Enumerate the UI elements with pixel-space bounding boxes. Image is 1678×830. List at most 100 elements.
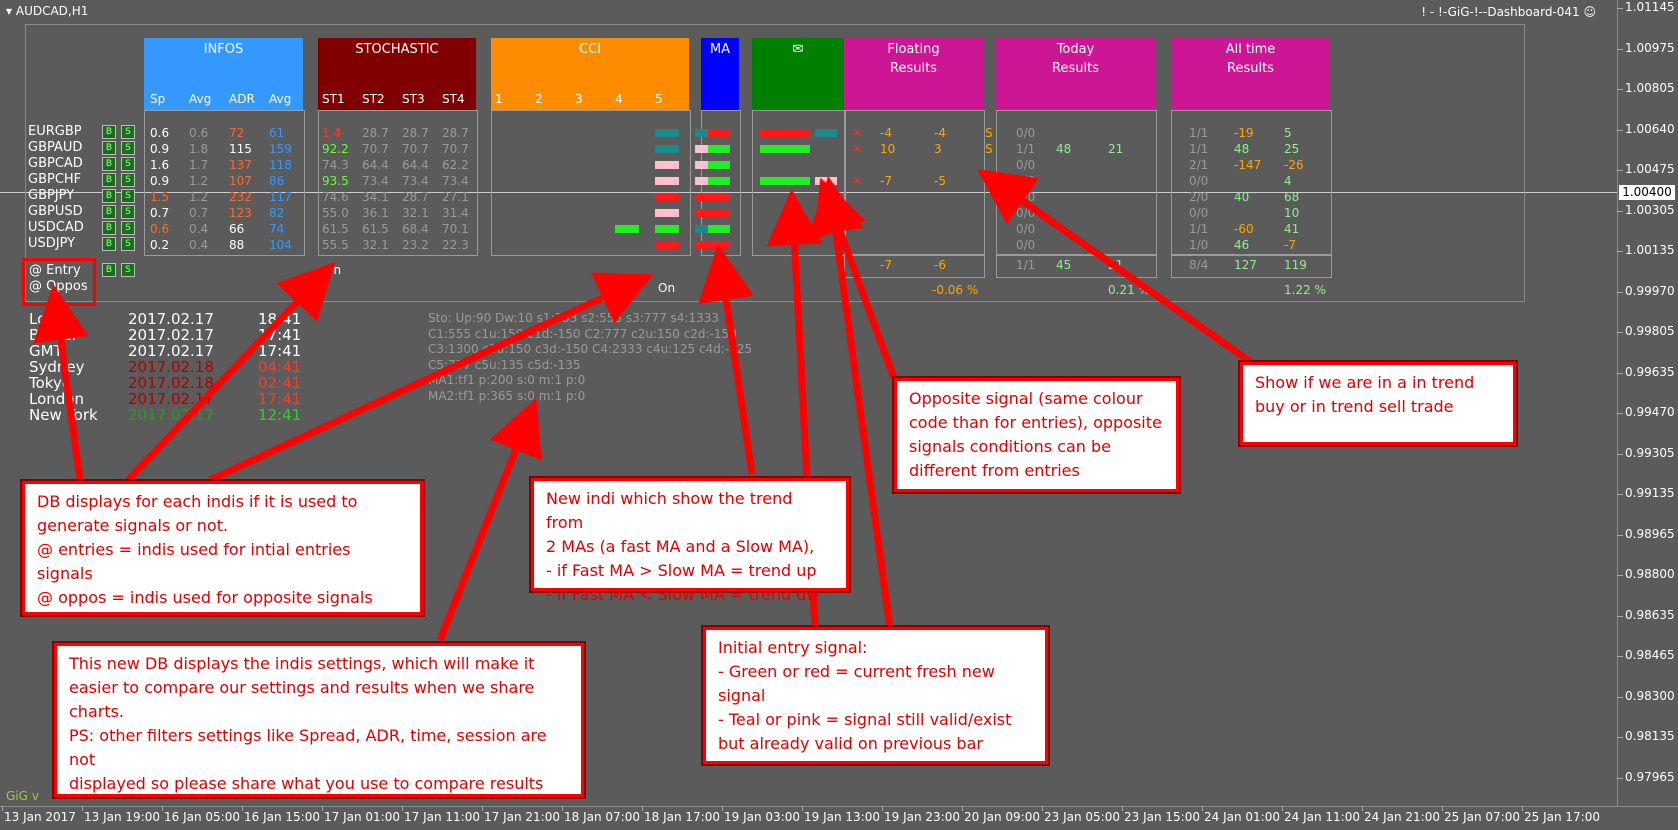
alltime-money: 41 (1284, 222, 1300, 236)
today-trades: 1/1 (1016, 142, 1036, 156)
stoch-value: 55.0 (322, 206, 349, 220)
annotation-line: - Teal or pink = signal still valid/exis… (718, 710, 1012, 729)
cci-col-3: 3 (575, 92, 583, 106)
symbol-label[interactable]: GBPUSD (28, 204, 83, 219)
spread-value: 0.6 (150, 222, 170, 236)
stoch-value: 70.7 (362, 142, 389, 156)
time-label: 23 Jan 05:00 (1044, 810, 1120, 824)
ma-trend-bar (708, 241, 730, 249)
sell-button[interactable]: S (121, 237, 135, 251)
ma-trend-bar (708, 193, 730, 201)
cci-signal-bar (695, 225, 719, 233)
symbol-label[interactable]: EURGBP (28, 124, 82, 139)
alltime-header: All time Results (1171, 38, 1330, 110)
symbol-label[interactable]: USDCAD (28, 220, 84, 235)
symbol-label[interactable]: USDJPY (28, 236, 76, 251)
stoch-value: 61.5 (322, 222, 349, 236)
annotation-line: Show if we are in a in trend (1255, 373, 1475, 392)
sell-button[interactable]: S (121, 157, 135, 171)
price-label: 0.98965 (1625, 526, 1675, 541)
stoch-value: 32.1 (402, 206, 429, 220)
stoch-value: 64.4 (402, 158, 429, 172)
ma-trend-bar (708, 177, 730, 185)
time-tick (402, 806, 403, 811)
price-tick (1617, 777, 1623, 779)
stoch-value: 73.4 (442, 174, 469, 188)
buy-button[interactable]: B (102, 189, 116, 203)
annotation-line: Initial entry signal: (718, 638, 868, 657)
cci-signal-bar (655, 193, 679, 201)
symbol-label[interactable]: GBPJPY (28, 188, 75, 203)
buy-button[interactable]: B (102, 237, 116, 251)
sell-button[interactable]: S (121, 221, 135, 235)
sell-button[interactable]: S (121, 205, 135, 219)
adr-avg-value: 104 (269, 238, 292, 252)
close-trade-icon[interactable]: ✕ (852, 142, 863, 156)
ma-header: MA (701, 38, 739, 110)
stoch-col-4: ST4 (442, 92, 465, 106)
stoch-col-2: ST2 (362, 92, 385, 106)
price-label: 0.98635 (1625, 607, 1675, 622)
buy-button[interactable]: B (102, 141, 116, 155)
ma-trend-bar (708, 209, 730, 217)
symbol-label[interactable]: GBPCAD (28, 156, 83, 171)
floating-pips: 10 (880, 142, 896, 156)
timezone-time: 12:41 (258, 406, 302, 424)
annotation-line: but already valid on previous bar (718, 734, 983, 753)
annotation-entry-signal: Initial entry signal:- Green or red = cu… (703, 627, 1048, 764)
stoch-value: 73.4 (362, 174, 389, 188)
alltime-total-b: 119 (1284, 258, 1307, 272)
buy-button[interactable]: B (102, 205, 116, 219)
settings-line: MA2:tf1 p:365 s:0 m:1 p:0 (428, 388, 586, 403)
alltime-trades: 1/1 (1189, 142, 1209, 156)
cci-signal-bar (655, 129, 679, 137)
price-label: 1.00135 (1625, 243, 1675, 257)
annotation-line: This new DB displays the indis settings,… (69, 654, 535, 673)
adr-value: 123 (229, 206, 252, 220)
mail-icon[interactable]: ✉ (792, 42, 804, 57)
stoch-value: 68.4 (402, 222, 429, 236)
sell-button[interactable]: S (121, 173, 135, 187)
ma-trend-bar (708, 161, 730, 169)
sell-button[interactable]: S (121, 125, 135, 139)
buy-button[interactable]: B (102, 221, 116, 235)
spread-avg-value: 1.8 (189, 142, 209, 156)
sell-button[interactable]: S (121, 189, 135, 203)
entry-buy-button[interactable]: B (102, 263, 116, 277)
time-tick (642, 806, 643, 811)
annotation-line: - if Fast MA > Slow MA = trend up (546, 561, 817, 580)
buy-button[interactable]: B (102, 157, 116, 171)
stoch-value: 70.7 (402, 142, 429, 156)
time-tick (562, 806, 563, 811)
buy-button[interactable]: B (102, 173, 116, 187)
price-tick (1617, 129, 1623, 131)
annotation-line: - if Fast MA < Slow MA = trend dw (546, 585, 820, 604)
adr-avg-value: 118 (269, 158, 292, 172)
close-trade-icon[interactable]: ✕ (852, 174, 863, 188)
stoch-value: 70.1 (442, 222, 469, 236)
alltime-pips: 40 (1234, 190, 1250, 204)
time-label: 17 Jan 21:00 (484, 810, 560, 824)
annotation-line: 2 MAs (a fast MA and a Slow MA), (546, 537, 815, 556)
symbol-label[interactable]: GBPCHF (28, 172, 82, 187)
time-label: 23 Jan 15:00 (1124, 810, 1200, 824)
price-label: 0.98465 (1625, 648, 1675, 662)
adr-avg-value: 74 (269, 222, 285, 236)
entry-sell-button[interactable]: S (121, 263, 135, 277)
sell-button[interactable]: S (121, 141, 135, 155)
floating-money: -4 (934, 126, 946, 140)
stoch-value: 32.1 (362, 238, 389, 252)
annotation-line: Opposite signal (same colour (909, 389, 1143, 408)
alltime-total-n: 8/4 (1189, 258, 1209, 272)
infos-col-avg: Avg (189, 92, 212, 106)
symbol-label[interactable]: GBPAUD (28, 140, 83, 155)
trend-side-indicator: B (985, 174, 994, 188)
spread-value: 0.9 (150, 142, 170, 156)
buy-button[interactable]: B (102, 125, 116, 139)
price-tick (1617, 575, 1623, 576)
annotation-line: @ oppos = indis used for opposite signal… (37, 588, 373, 607)
menu-triangle-icon[interactable]: ▾ (6, 4, 13, 18)
time-label: 19 Jan 23:00 (884, 810, 960, 824)
close-trade-icon[interactable]: ✕ (852, 126, 863, 140)
stoch-value: 36.1 (362, 206, 389, 220)
